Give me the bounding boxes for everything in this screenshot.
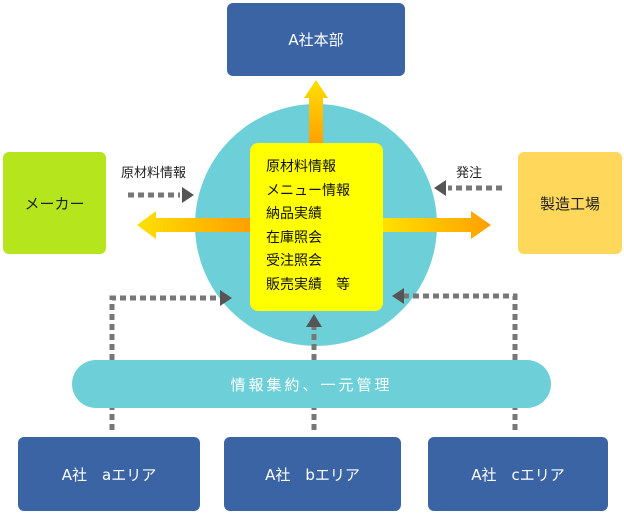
node-factory: 製造工場: [518, 152, 622, 254]
node-area-c: A社 cエリア: [428, 437, 608, 511]
node-area-a: A社 aエリア: [18, 437, 200, 511]
feed-area-b-arrowhead: [306, 314, 322, 327]
arrow-up-to-hq: [304, 80, 328, 145]
node-hq: A社本部: [227, 3, 405, 76]
feed-maker-arrowhead: [182, 187, 194, 203]
info-item: メニュー情報: [266, 182, 350, 199]
node-maker: メーカー: [3, 152, 106, 254]
node-area-c-label: A社 cエリア: [471, 465, 565, 484]
edge-label-order: 発注: [456, 166, 483, 181]
arrow-right-to-factory: [383, 211, 491, 239]
info-item: 在庫照会: [266, 229, 322, 246]
node-hq-label: A社本部: [288, 31, 344, 49]
node-area-a-label: A社 aエリア: [61, 465, 157, 484]
consolidation-bar: 情報集約、一元管理: [72, 360, 551, 408]
node-maker-label: メーカー: [24, 194, 85, 213]
node-area-b: A社 bエリア: [224, 437, 401, 511]
feed-area-a-arrowhead: [220, 290, 232, 306]
node-factory-label: 製造工場: [539, 194, 600, 213]
arrow-left-to-maker: [137, 211, 250, 239]
edge-label-material: 原材料情報: [121, 166, 187, 181]
consolidation-label: 情報集約、一元管理: [230, 375, 393, 394]
info-item: 受注照会: [266, 253, 322, 269]
info-item: 原材料情報: [266, 159, 336, 175]
feed-factory-arrowhead: [434, 180, 446, 196]
info-item: 納品実績: [266, 206, 322, 222]
info-item: 販売実績 等: [266, 276, 350, 293]
feed-area-c-arrowhead: [392, 288, 404, 304]
node-area-b-label: A社 bエリア: [265, 465, 360, 484]
info-list-box: 原材料情報メニュー情報納品実績在庫照会受注照会販売実績 等: [250, 143, 383, 311]
